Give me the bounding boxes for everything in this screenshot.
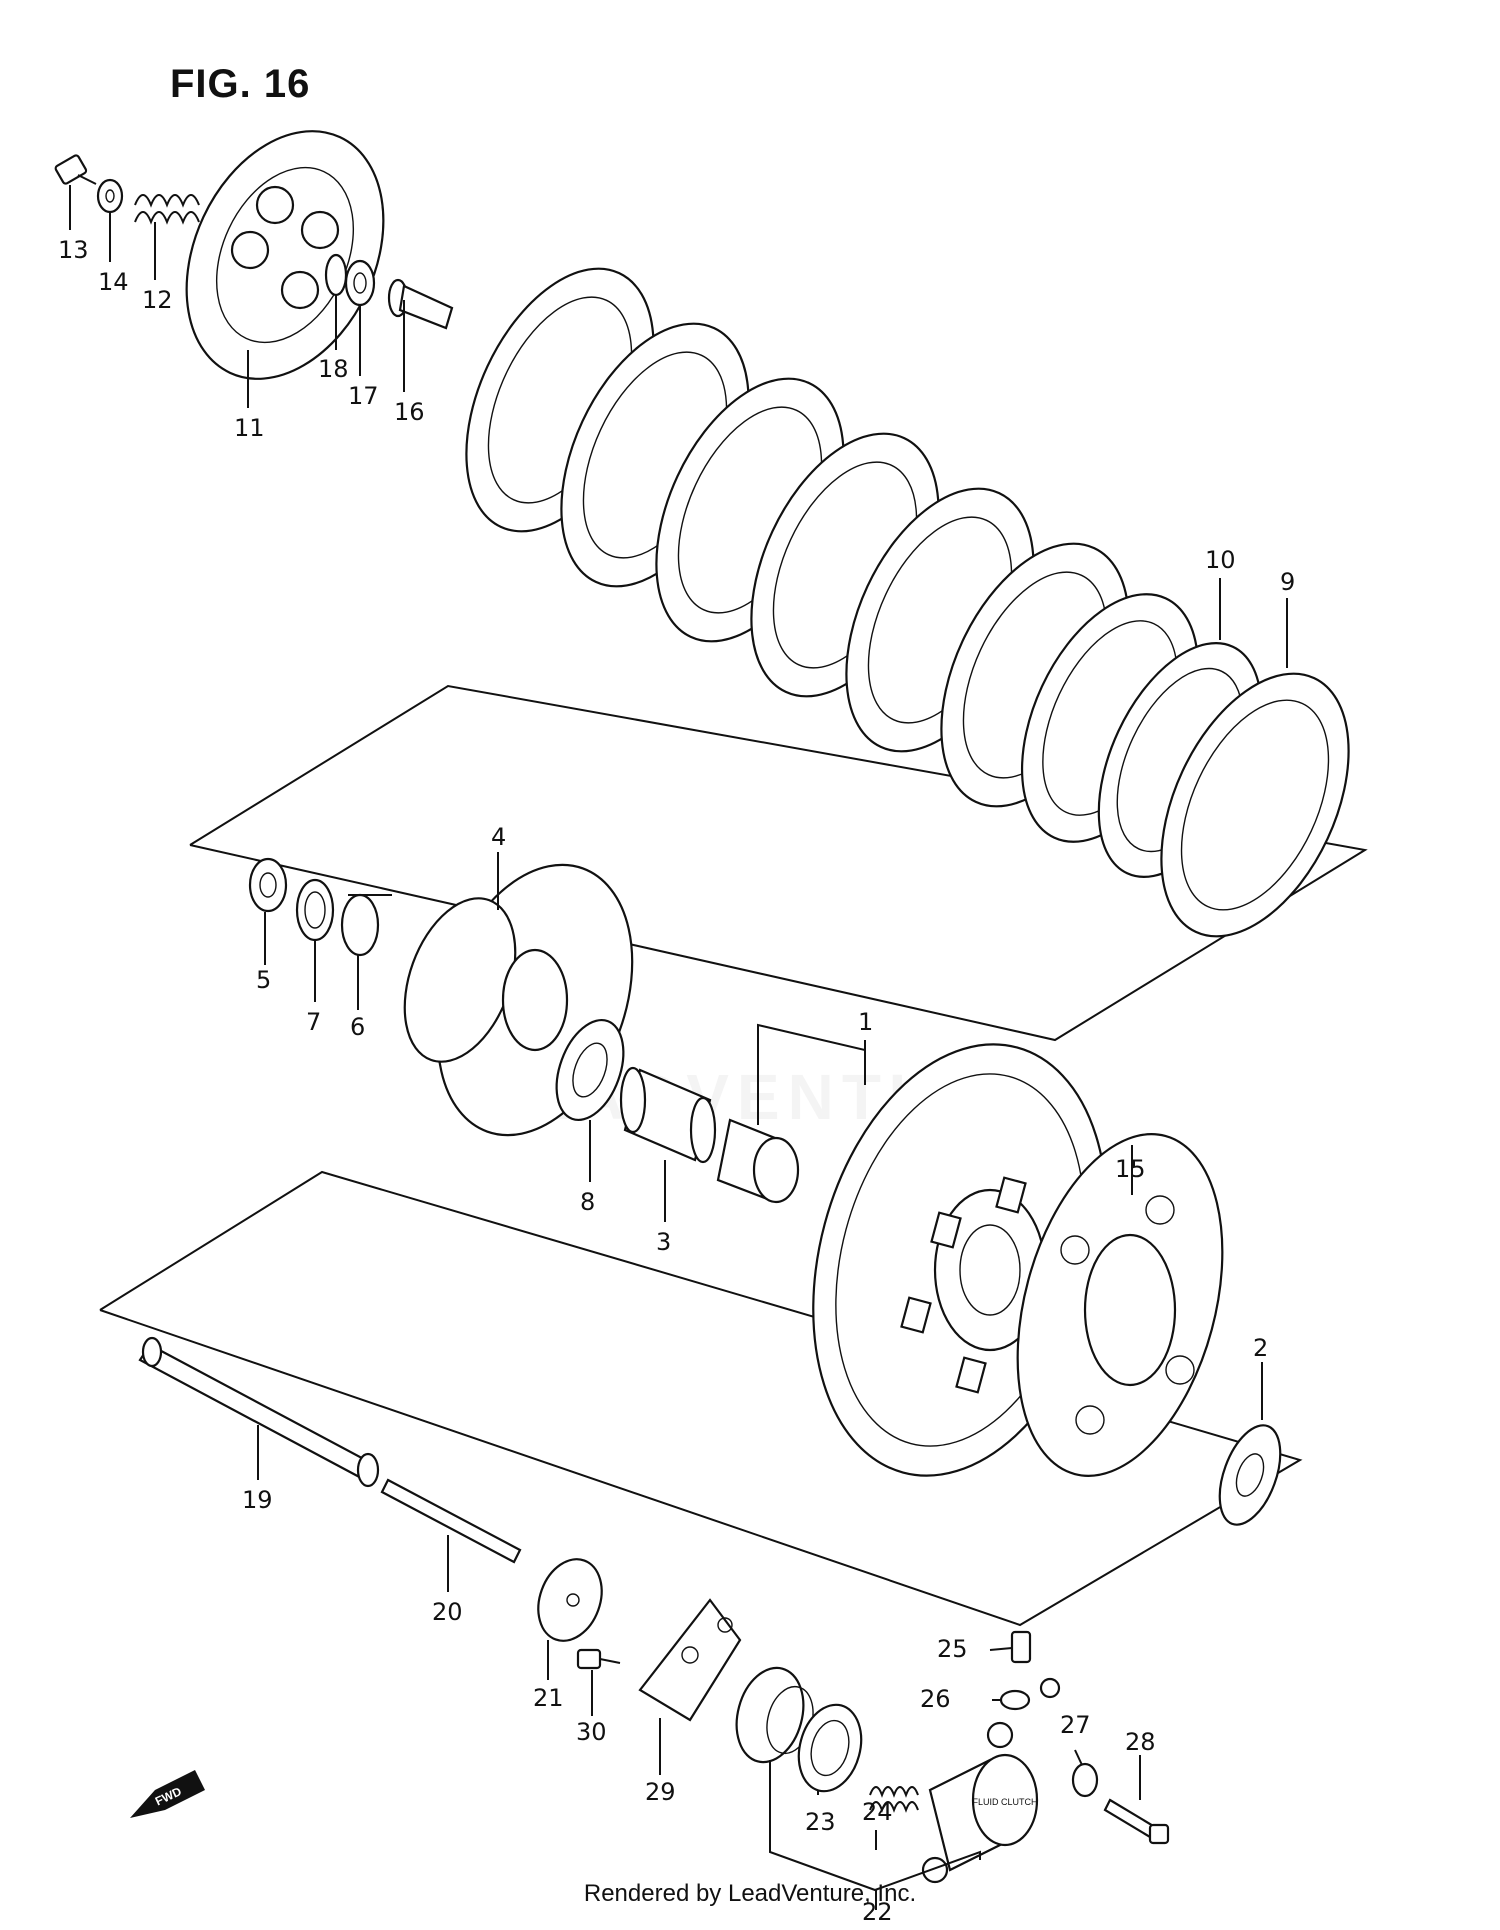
part-6-lock-washer — [340, 893, 392, 957]
callout-17: 17 — [348, 382, 379, 410]
callout-19: 19 — [242, 1486, 273, 1514]
part-25-bleeder — [1010, 1630, 1032, 1664]
callout-8: 8 — [580, 1188, 595, 1216]
callout-6: 6 — [350, 1013, 365, 1041]
callout-3: 3 — [656, 1228, 671, 1256]
spacer-sleeve — [716, 1118, 800, 1204]
callout-23: 23 — [805, 1808, 836, 1836]
fluid-clutch-label: FLUID CLUTCH — [972, 1797, 1037, 1807]
callout-20: 20 — [432, 1598, 463, 1626]
callout-25: 25 — [937, 1635, 968, 1663]
part-13-bolt — [54, 154, 97, 185]
part-11-pressure-plate — [185, 130, 385, 380]
callout-13: 13 — [58, 236, 89, 264]
callout-11: 11 — [234, 414, 265, 442]
figure-title: FIG. 16 — [170, 62, 311, 106]
part-28-bolt — [1103, 1798, 1170, 1845]
part-18-ring — [324, 253, 348, 297]
callout-4: 4 — [491, 823, 506, 851]
callout-9: 9 — [1280, 568, 1295, 596]
leader-lines — [69, 185, 1288, 1910]
callout-18: 18 — [318, 355, 349, 383]
part-30-bolt — [576, 1648, 621, 1670]
part-12-spring — [134, 194, 200, 225]
part-2-washer — [1218, 1424, 1282, 1526]
callout-2: 2 — [1253, 1334, 1268, 1362]
callout-1: 1 — [858, 1008, 873, 1036]
part-14-washer — [96, 178, 124, 214]
callout-24: 24 — [862, 1798, 893, 1826]
callout-16: 16 — [394, 398, 425, 426]
part-21-cap — [537, 1558, 603, 1642]
part-19-push-rod — [138, 1336, 380, 1488]
callout-29: 29 — [645, 1778, 676, 1806]
callout-14: 14 — [98, 268, 129, 296]
part-8-thrust-washer — [555, 1018, 625, 1122]
callout-5: 5 — [256, 966, 271, 994]
callout-15: 15 — [1115, 1155, 1146, 1183]
callout-21: 21 — [533, 1684, 564, 1712]
part-22-release-cylinder: FLUID CLUTCH — [921, 1721, 1039, 1884]
callout-7: 7 — [306, 1008, 321, 1036]
callout-10: 10 — [1205, 546, 1236, 574]
part-27-collar — [1071, 1762, 1099, 1798]
lower-assembly-boundary — [99, 1170, 1303, 1627]
callout-27: 27 — [1060, 1711, 1091, 1739]
callout-30: 30 — [576, 1718, 607, 1746]
callout-26: 26 — [920, 1685, 951, 1713]
part-4-clutch-hub — [403, 863, 634, 1137]
fwd-arrow-icon: FWD — [130, 1770, 205, 1818]
part-9-drive-plate — [1160, 672, 1350, 938]
clutch-plate-stack — [465, 267, 1200, 843]
part-5-nut — [248, 857, 288, 913]
clutch-plates-boundary — [189, 684, 1368, 1042]
part-3-needle-bearing — [619, 1066, 717, 1164]
part-7-washer — [295, 878, 335, 942]
part-23-piston-seal — [735, 1666, 863, 1793]
part-16-push-piece — [387, 278, 454, 330]
footer-credit: Rendered by LeadVenture, Inc. — [583, 1880, 917, 1907]
callout-12: 12 — [142, 286, 173, 314]
part-26-cap — [999, 1677, 1061, 1711]
part-17-bearing — [344, 259, 376, 307]
callout-28: 28 — [1125, 1728, 1156, 1756]
part-15-starter-gear — [1016, 1133, 1224, 1477]
part-24-spring — [869, 1786, 919, 1813]
callout-22: 22 — [862, 1898, 893, 1926]
part-29-bracket — [638, 1598, 742, 1722]
part-20-push-rod — [380, 1478, 522, 1564]
